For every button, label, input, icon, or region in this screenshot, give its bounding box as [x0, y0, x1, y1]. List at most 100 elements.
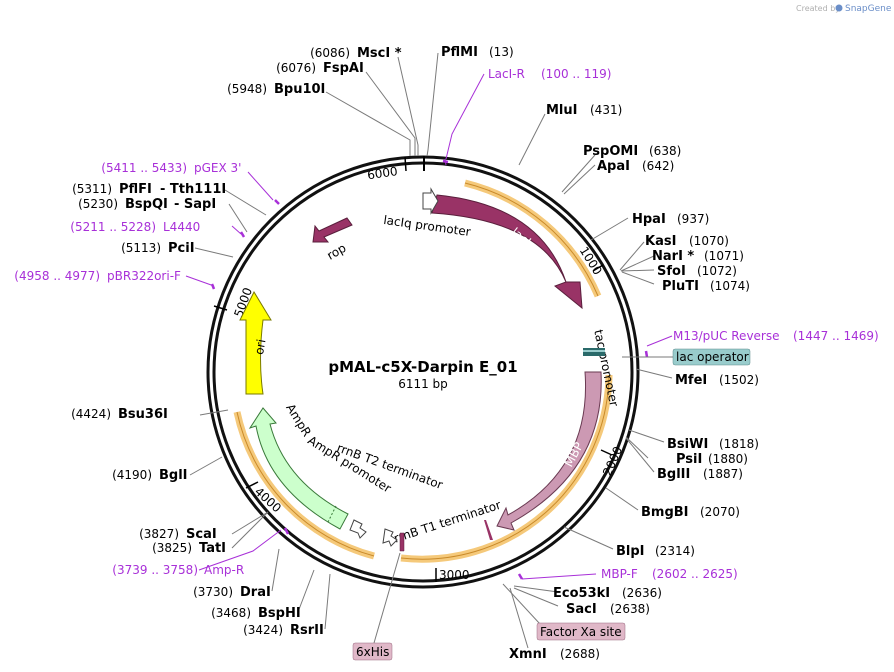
site-nari-pos: (1071) — [704, 249, 744, 263]
site-pluti-pos: (1074) — [710, 279, 750, 293]
ampr-label: AmpR — [283, 401, 314, 439]
site-bsu36i[interactable]: Bsu36I — [118, 407, 168, 422]
site-psii[interactable]: PsiI — [676, 452, 702, 467]
site-blpi-pos: (2314) — [655, 544, 695, 558]
laciq-promoter-label: lacIq promoter — [383, 213, 472, 239]
credit-brand: SnapGene — [845, 4, 892, 14]
mbp-arrow[interactable] — [496, 371, 602, 531]
site-bsiwi[interactable]: BsiWI — [667, 437, 708, 452]
site-kasi-pos: (1070) — [689, 234, 729, 248]
ampr-arrow[interactable] — [248, 407, 349, 530]
ori-label: ori — [252, 338, 268, 356]
rop-label: rop — [324, 241, 348, 263]
primer-pbr322-range: (4958 .. 4977) — [14, 269, 100, 283]
site-pflfi[interactable]: PflFI — [119, 182, 152, 197]
site-bsphi[interactable]: BspHI — [258, 606, 301, 621]
tick-2000-label: 2000 — [600, 444, 625, 478]
factor-xa-box[interactable] — [536, 622, 626, 641]
rrnb-t1-mark — [484, 520, 493, 540]
primer-m13[interactable]: M13/pUC Reverse — [673, 329, 780, 343]
site-hpai[interactable]: HpaI — [632, 212, 666, 227]
primer-pgex3-range: (5411 .. 5433) — [101, 161, 187, 175]
site-tati-pos: (3825) — [152, 541, 192, 555]
site-mlui-pos: (431) — [590, 103, 622, 117]
primer-ampr-range: (3739 .. 3758) — [112, 563, 198, 577]
site-pcii-pos: (5113) — [121, 241, 161, 255]
site-drai-pos: (3730) — [193, 585, 233, 599]
site-saci[interactable]: SacI — [566, 602, 597, 617]
lac-operator-label: lac operator — [676, 350, 749, 364]
site-bpu10i[interactable]: Bpu10I — [274, 82, 325, 97]
site-apai-pos: (642) — [642, 159, 674, 173]
credit-prefix: Created by — [796, 4, 840, 13]
site-bsu36i-pos: (4424) — [71, 407, 111, 421]
site-eco53ki-pos: (2636) — [622, 586, 662, 600]
site-saci-pos: (2638) — [610, 602, 650, 616]
site-psii-pos: (1880) — [708, 452, 748, 466]
site-bgli-pos: (4190) — [112, 468, 152, 482]
tick-3000: 3000 — [435, 568, 470, 582]
site-xmni[interactable]: XmnI — [509, 647, 547, 662]
primer-lacir[interactable]: LacI-R — [488, 67, 525, 81]
site-bsiwi-pos: (1818) — [719, 437, 759, 451]
site-rsrii-pos: (3424) — [243, 623, 283, 637]
site-pflmi[interactable]: PflMI — [441, 45, 478, 60]
site-bgli[interactable]: BglI — [159, 468, 188, 483]
site-bglii[interactable]: BglII — [657, 467, 690, 482]
site-hpai-pos: (937) — [677, 212, 709, 226]
primer-markers — [210, 159, 649, 580]
site-pluti[interactable]: PluTI — [662, 279, 699, 294]
site-sfoi-pos: (1072) — [697, 264, 737, 278]
site-leader-lines — [189, 52, 673, 649]
site-eco53ki[interactable]: Eco53kI — [553, 586, 610, 601]
primer-mbpf-range: (2602 .. 2625) — [652, 567, 738, 581]
site-apai[interactable]: ApaI — [597, 159, 630, 174]
factor-xa-label: Factor Xa site — [540, 625, 622, 639]
site-mfei[interactable]: MfeI — [675, 373, 707, 388]
site-bmgbi[interactable]: BmgBI — [641, 505, 689, 520]
plasmid-size: 6111 bp — [398, 377, 448, 391]
site-fspai[interactable]: FspAI — [323, 61, 364, 76]
ori-arrow[interactable] — [239, 290, 272, 395]
site-pspomi[interactable]: PspOMI — [583, 144, 638, 159]
site-msci[interactable]: MscI * — [357, 46, 402, 61]
site-sapi[interactable]: - SapI — [174, 197, 216, 212]
site-fspai-pos: (6076) — [276, 61, 316, 75]
site-tth111i[interactable]: - Tth111I — [160, 182, 226, 197]
site-bsphi-pos: (3468) — [211, 606, 251, 620]
site-kasi[interactable]: KasI — [645, 234, 676, 249]
site-scai[interactable]: ScaI — [186, 527, 217, 542]
site-rsrii[interactable]: RsrII — [290, 623, 324, 638]
primer-ampr[interactable]: Amp-R — [204, 563, 244, 577]
site-drai[interactable]: DraI — [240, 585, 271, 600]
site-bspqi[interactable]: BspQI — [125, 197, 168, 212]
primer-pbr322[interactable]: pBR322ori-F — [107, 269, 181, 283]
his-tag-box[interactable] — [352, 642, 393, 661]
laciq-promoter-arrow — [422, 187, 439, 215]
laci-arrow[interactable] — [431, 194, 583, 310]
site-blpi[interactable]: BlpI — [616, 544, 645, 559]
site-xmni-pos: (2688) — [560, 647, 600, 661]
site-pcii[interactable]: PciI — [168, 241, 195, 256]
lac-operator-box[interactable] — [672, 348, 751, 366]
tick-6000: 6000 — [366, 156, 407, 182]
site-sfoi[interactable]: SfoI — [657, 264, 686, 279]
ampr-promoter-mark — [349, 519, 367, 539]
site-mlui[interactable]: MluI — [546, 103, 577, 118]
primer-mbpf[interactable]: MBP-F — [601, 567, 638, 581]
plasmid-name: pMAL-c5X-Darpin E_01 — [328, 358, 517, 376]
site-mfei-pos: (1502) — [719, 373, 759, 387]
tick-2000: 2000 — [600, 444, 625, 478]
site-bglii-pos: (1887) — [703, 467, 743, 481]
rop-arrow[interactable] — [312, 217, 353, 243]
tick-6000-label: 6000 — [366, 164, 398, 182]
rrnb-t2-mark — [382, 528, 398, 547]
primer-pgex3[interactable]: pGEX 3' — [194, 161, 241, 175]
site-pflfi-pos: (5311) — [72, 182, 112, 196]
primer-l4440-range: (5211 .. 5228) — [70, 220, 156, 234]
site-tati[interactable]: TatI — [199, 541, 226, 556]
site-nari[interactable]: NarI * — [652, 249, 694, 264]
snapgene-logo-icon — [835, 4, 843, 12]
primer-l4440[interactable]: L4440 — [163, 220, 200, 234]
